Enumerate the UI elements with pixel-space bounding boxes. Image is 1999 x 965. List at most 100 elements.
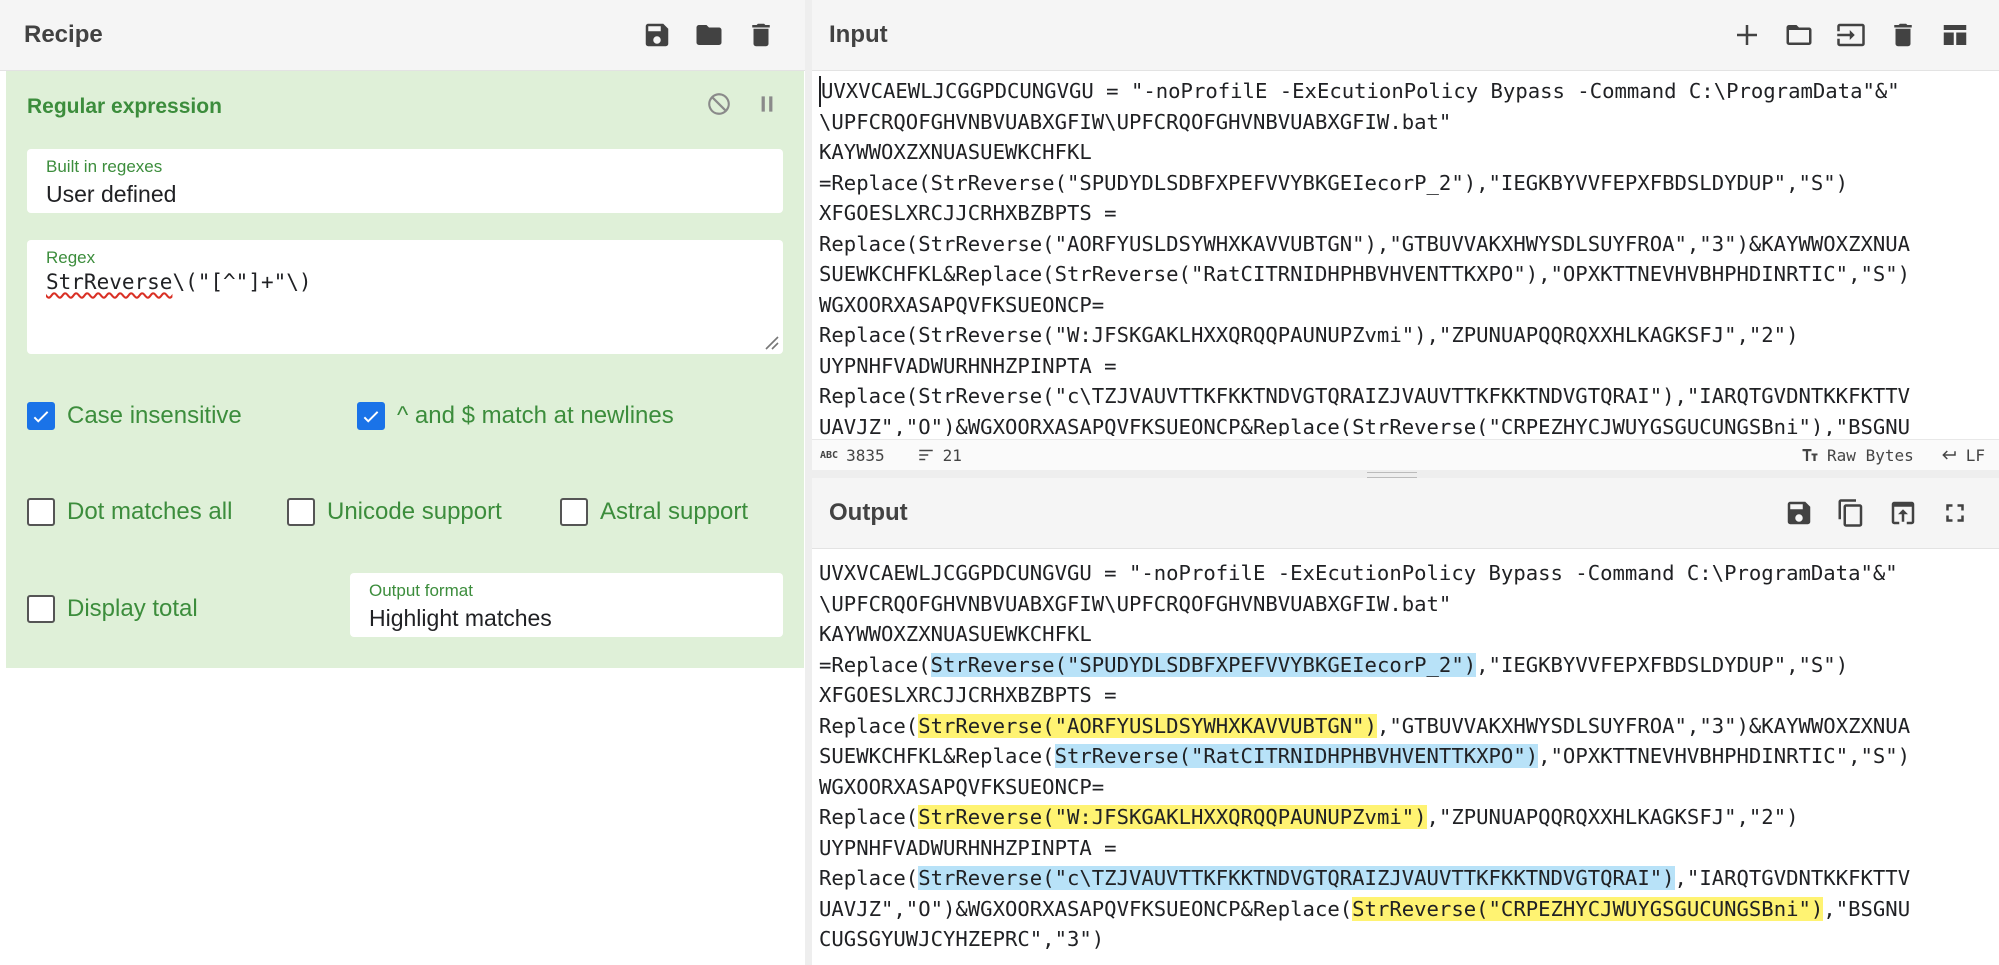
replace-input-button[interactable] [1881,491,1925,535]
regex-match-highlight: StrReverse("c\TZJVAUVTTKFKKTNDVGTQRAIZJV… [918,866,1675,890]
regex-input[interactable]: Regex StrReverse\("[^"]+"\) [27,240,783,354]
output-line: XFGOESLXRCJJCRHXBZBPTS = [819,680,1999,711]
layout-icon [1943,25,1967,45]
astral-label: Astral support [600,498,749,525]
multiline-checkbox[interactable]: ^ and $ match at newlines [357,402,674,430]
length-value: 3835 [846,445,885,465]
splitter-handle[interactable] [1367,472,1417,478]
folder-icon [696,25,722,45]
output-text-span: UYPNHFVADWURHNHZPINPTA = [819,835,1117,860]
return-icon [1941,450,1956,460]
input-line: Replace(StrReverse("c\TZJVAUVTTKFKKTNDVG… [819,384,1911,408]
recipe-header: Recipe [0,0,805,71]
clear-recipe-button[interactable] [739,13,783,57]
builtin-regex-select[interactable]: Built in regexes User defined [27,149,783,213]
clear-input-button[interactable] [1881,13,1925,57]
output-line: CUGSGYUWJCYHZEPRC","3") [819,924,1999,955]
recipe-pane: Recipe Regular expression Built in regex… [0,0,806,965]
input-title: Input [829,21,888,48]
upload-icon [1891,501,1915,525]
input-line: WGXOORXASAPQVFKSUEONCP= [819,292,1105,317]
open-file-button[interactable] [1829,13,1873,57]
load-recipe-button[interactable] [687,13,731,57]
pause-icon[interactable] [754,91,780,117]
lines-value: 21 [942,445,962,465]
save-output-button[interactable] [1777,491,1821,535]
save-recipe-button[interactable] [635,13,679,57]
astral-checkbox[interactable]: Astral support [560,498,748,526]
lines-indicator: 21 [917,446,962,465]
input-line: UYPNHFVADWURHNHZPINPTA = [819,353,1117,378]
output-text-span: WGXOORXASAPQVFKSUEONCP= [819,774,1105,799]
checkbox-unchecked[interactable] [287,498,315,526]
builtin-regex-label: Built in regexes [46,157,163,176]
regex-value-rest: \("[^"]+"\) [172,270,312,294]
output-text-span: CUGSGYUWJCYHZEPRC","3") [819,927,1105,951]
text-format-icon [1802,449,1818,461]
case-insensitive-checkbox[interactable]: Case insensitive [27,402,242,430]
input-line: =Replace(StrReverse("SPUDYDLSDBFXPEFVVYB… [819,170,1849,195]
io-pane: Input UVXVCAEWLJCGGPDCUNGVGU = "-noProfi… [812,0,1999,965]
output-title: Output [829,499,908,526]
operation-title: Regular expression [27,95,222,118]
output-text-span: KAYWWOXZXNUASUEWKCHFKL [819,622,1092,646]
output-text-span: Replace( [819,866,919,890]
output-text-span: UAVJZ","O")&WGXOORXASAPQVFKSUEONCP&Repla… [819,896,1353,921]
reset-layout-button[interactable] [1933,13,1977,57]
display-total-label: Display total [67,595,198,622]
output-line: \UPFCRQOFGHVNBVUABXGFIW\UPFCRQOFGHVNBVUA… [819,589,1999,620]
maximize-output-button[interactable] [1933,491,1977,535]
regex-match-highlight: StrReverse("W:JFSKGAKLHXXQRQQPAUNUPZvmi"… [918,805,1427,829]
regex-match-highlight: StrReverse("CRPEZHYCJWUYGSGUCUNGSBni") [1352,896,1824,921]
checkbox-checked[interactable] [357,402,385,430]
input-line: UVXVCAEWLJCGGPDCUNGVGU = "-noProfilE -Ex… [819,76,1999,107]
encoding-value: Raw Bytes [1827,445,1914,465]
encoding-selector[interactable]: Raw Bytes [1801,446,1914,465]
unicode-checkbox[interactable]: Unicode support [287,498,502,526]
case-insensitive-label: Case insensitive [67,402,242,429]
fullscreen-icon [1946,504,1964,522]
input-icon [1837,23,1865,47]
add-tab-button[interactable] [1725,13,1769,57]
pane-divider[interactable] [805,0,812,965]
output-line: WGXOORXASAPQVFKSUEONCP= [819,772,1999,803]
output-text-span: ,"GTBUVVAKXHWYSDLSUYFROA","3")&KAYWWOXZX… [1376,713,1911,738]
input-line: Replace(StrReverse("W:JFSKGAKLHXXQRQQPAU… [819,323,1799,347]
output-text-span: =Replace( [819,652,931,677]
output-line: Replace(StrReverse("AORFYUSLDSYWHXKAVVUB… [819,711,1999,742]
checkbox-unchecked[interactable] [27,595,55,623]
input-textarea[interactable]: UVXVCAEWLJCGGPDCUNGVGU = "-noProfilE -Ex… [819,76,1999,436]
regex-match-highlight: StrReverse("RatCITRNIDHPHBVHVENTTKXPO") [1054,744,1539,768]
unicode-label: Unicode support [327,498,502,525]
eol-selector[interactable]: LF [1940,446,1985,465]
checkbox-checked[interactable] [27,402,55,430]
output-line: KAYWWOXZXNUASUEWKCHFKL [819,619,1999,650]
output-format-label: Output format [369,581,473,600]
dot-all-checkbox[interactable]: Dot matches all [27,498,232,526]
copy-icon [1838,499,1863,527]
output-textarea[interactable]: UVXVCAEWLJCGGPDCUNGVGU = "-noProfilE -Ex… [819,558,1999,965]
output-header: Output [812,478,1999,549]
io-splitter[interactable] [812,470,1999,478]
open-folder-button[interactable] [1777,13,1821,57]
display-total-checkbox[interactable]: Display total [27,595,198,623]
regex-operation: Regular expression Built in regexes User… [6,71,804,668]
input-line: SUEWKCHFKL&Replace(StrReverse("RatCITRNI… [819,262,1911,286]
save-icon [1787,501,1811,525]
input-line: KAYWWOXZXNUASUEWKCHFKL [819,140,1092,164]
checkbox-unchecked[interactable] [27,498,55,526]
input-line: \UPFCRQOFGHVNBVUABXGFIW\UPFCRQOFGHVNBVUA… [819,109,1452,134]
output-text-span: SUEWKCHFKL&Replace( [819,744,1055,768]
plus-icon [1737,25,1757,45]
output-line: Replace(StrReverse("W:JFSKGAKLHXXQRQQPAU… [819,802,1999,833]
check-icon [33,411,49,423]
output-format-select[interactable]: Output format Highlight matches [350,573,783,637]
resize-handle-icon[interactable] [761,332,779,350]
copy-output-button[interactable] [1829,491,1873,535]
output-text-span: XFGOESLXRCJJCRHXBZBPTS = [819,683,1117,707]
checkbox-unchecked[interactable] [560,498,588,526]
disable-icon[interactable] [706,91,732,117]
input-line: UAVJZ","O")&WGXOORXASAPQVFKSUEONCP&Repla… [819,414,1911,437]
output-text-span: Replace( [819,805,919,829]
output-format-value: Highlight matches [369,605,552,631]
